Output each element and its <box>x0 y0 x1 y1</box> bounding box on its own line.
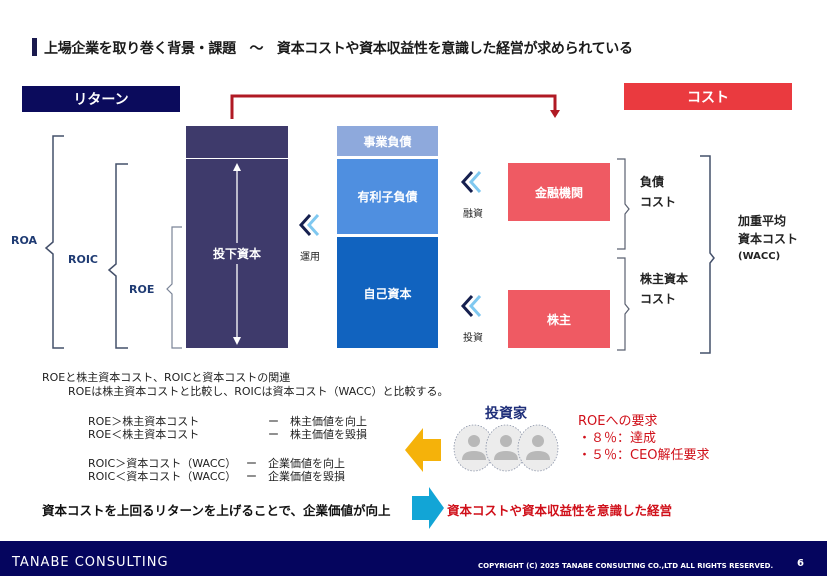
interest-bearing-debt-block: 有利子負債 <box>337 159 438 234</box>
cost-label-text: コスト <box>687 89 729 106</box>
operation-label: 運用 <box>300 252 320 263</box>
page-number: 6 <box>797 558 804 569</box>
equity-label: 自己資本 <box>363 287 412 301</box>
company-logo: TANABE CONSULTING <box>12 555 169 570</box>
investment-label: 投資 <box>463 333 483 344</box>
roic-label: ROIC <box>68 253 98 266</box>
invested-capital-top-block <box>186 126 288 158</box>
return-brackets-icon <box>44 135 182 349</box>
financial-institution-label: 金融機関 <box>534 185 583 200</box>
return-label: リターン <box>22 86 180 112</box>
double-chevron-left-icon <box>460 294 482 318</box>
title-accent-bar <box>32 38 37 56</box>
invested-capital-label: 投下資本 <box>212 243 261 264</box>
double-chevron-left-icon <box>460 170 482 194</box>
wacc-label: 加重平均 資本コスト (WACC) <box>738 214 799 262</box>
comparison-row: ROIC＜資本コスト（WACC）ー企業価値を毀損 <box>88 470 345 483</box>
double-chevron-left-icon <box>298 213 320 237</box>
page-title: 上場企業を取り巻く背景・課題 ～ 資本コストや資本収益性を意識した経営が求められ… <box>44 41 633 57</box>
shareholder-block: 株主 <box>508 290 610 348</box>
interest-bearing-debt-label: 有利子負債 <box>357 190 418 204</box>
cost-brackets-icon <box>617 155 715 354</box>
comparison-row: ROE＞株主資本コストー株主価値を向上 <box>88 415 367 428</box>
explanation-heading: ROEと株主資本コスト、ROICと資本コストの関連 <box>42 371 291 384</box>
roa-label: ROA <box>11 234 38 247</box>
copyright-text: COPYRIGHT (C) 2025 TANABE CONSULTING CO.… <box>478 562 774 570</box>
shareholder-label: 株主 <box>546 312 571 327</box>
comparison-row: ROE＜株主資本コストー株主価値を毀損 <box>88 428 367 441</box>
financing-label: 融資 <box>463 209 483 220</box>
equity-block: 自己資本 <box>337 237 438 348</box>
equity-cost-label: 株主資本 コスト <box>640 272 689 306</box>
investor-group-icon <box>453 424 559 472</box>
explanation-subheading: ROEは株主資本コストと比較し、ROICは資本コスト（WACC）と比較する。 <box>68 385 449 398</box>
conclusion-text: 資本コストを上回るリターンを上げることで、企業価値が向上 <box>42 503 391 518</box>
footer-bar <box>0 541 827 576</box>
roe-requirement: ROEへの要求 ・８％：達成 ・５％：CEO解任要求 <box>578 414 710 463</box>
investor-title: 投資家 <box>485 406 527 422</box>
business-liabilities-block: 事業負債 <box>337 126 438 156</box>
flow-connector-arrow-icon <box>230 94 560 119</box>
arrow-left-icon <box>405 428 441 472</box>
cost-label: コスト <box>624 83 792 110</box>
roe-label: ROE <box>129 283 155 296</box>
business-liabilities-label: 事業負債 <box>363 134 412 149</box>
return-label-text: リターン <box>73 92 129 108</box>
conclusion-result: 資本コストや資本収益性を意識した経営 <box>447 503 673 518</box>
financial-institution-block: 金融機関 <box>508 163 610 221</box>
debt-cost-label: 負債 コスト <box>640 175 677 209</box>
arrow-right-icon <box>412 487 444 529</box>
comparison-row: ROIC＞資本コスト（WACC）ー企業価値を向上 <box>88 457 345 470</box>
